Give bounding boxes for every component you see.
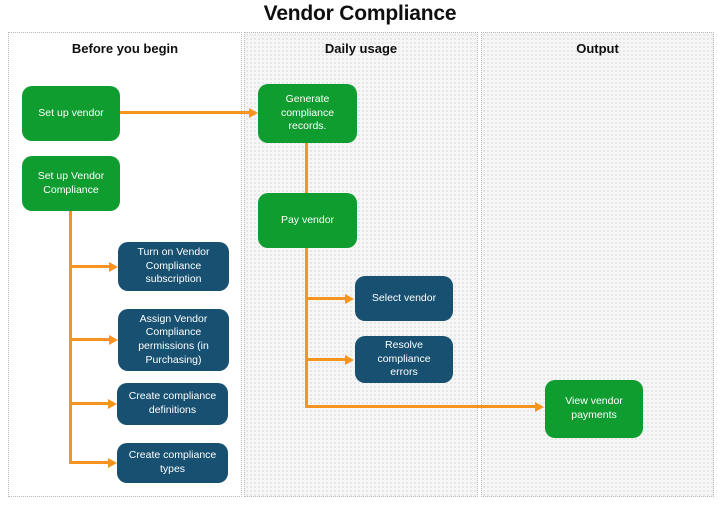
node-generate-compliance-records: Generate compliance records.: [258, 84, 357, 143]
node-assign-vendor-compliance-permissions: Assign Vendor Compliance permissions (in…: [118, 309, 229, 371]
node-select-vendor: Select vendor: [355, 276, 453, 321]
connector-branch-turn-on: [69, 265, 110, 268]
connector-branch-create-definitions: [69, 402, 109, 405]
page-title: Vendor Compliance: [263, 2, 457, 25]
connector-branch-assign: [69, 338, 110, 341]
arrowhead-into-select-vendor: [345, 294, 354, 304]
node-set-up-vendor-compliance: Set up Vendor Compliance: [22, 156, 120, 211]
node-create-compliance-definitions: Create compliance definitions: [117, 383, 228, 425]
column-header-before-you-begin: Before you begin: [71, 41, 179, 56]
connector-branch-select-vendor: [305, 297, 346, 300]
column-output: Output: [481, 32, 714, 497]
arrowhead-into-view-payments: [535, 402, 544, 412]
node-create-compliance-types: Create compliance types: [117, 443, 228, 483]
connector-pay-to-view-payments: [305, 405, 536, 408]
node-resolve-compliance-errors: Resolve compliance errors: [355, 336, 453, 383]
arrowhead-into-resolve-errors: [345, 355, 354, 365]
connector-setup-vendor-to-generate: [120, 111, 250, 114]
connector-branch-resolve-errors: [305, 358, 346, 361]
column-header-output: Output: [576, 41, 619, 56]
arrowhead-into-create-types: [108, 458, 117, 468]
node-view-vendor-payments: View vendor payments: [545, 380, 643, 438]
node-turn-on-vendor-compliance-subscription: Turn on Vendor Compliance subscription: [118, 242, 229, 291]
node-set-up-vendor: Set up vendor: [22, 86, 120, 141]
connector-stem-setup-vendor-compliance: [69, 210, 72, 464]
arrowhead-into-create-definitions: [108, 399, 117, 409]
arrowhead-into-turn-on: [109, 262, 118, 272]
arrowhead-into-assign: [109, 335, 118, 345]
connector-branch-create-types: [69, 461, 109, 464]
arrowhead-into-generate: [249, 108, 258, 118]
connector-stem-pay-vendor: [305, 248, 308, 408]
column-header-daily-usage: Daily usage: [324, 41, 398, 56]
connector-generate-to-pay: [305, 143, 308, 193]
node-pay-vendor: Pay vendor: [258, 193, 357, 248]
